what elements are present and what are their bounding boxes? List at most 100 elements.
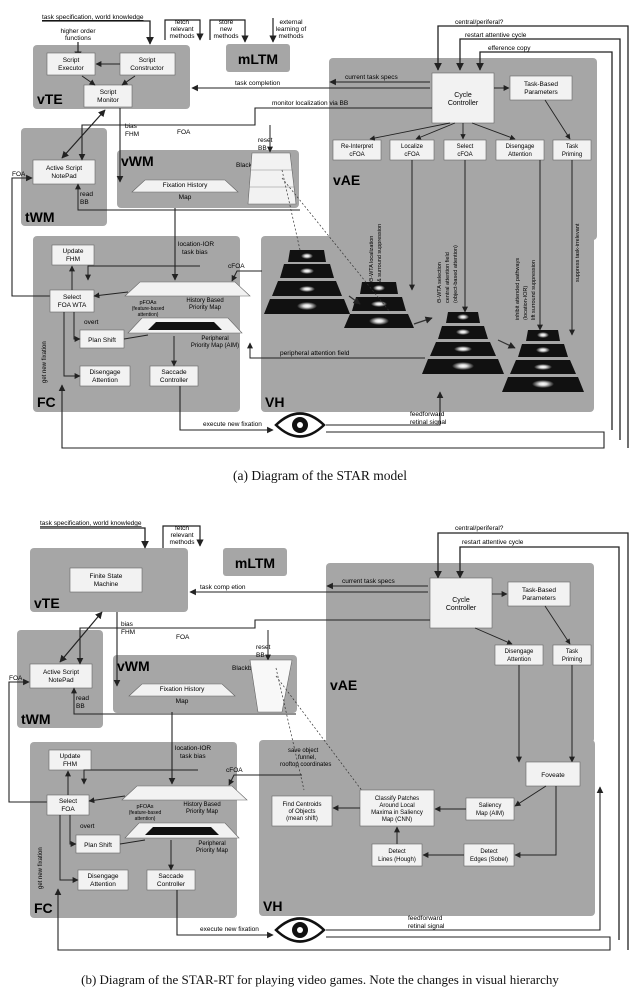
- vert2-l2-a: central attention field: [445, 252, 451, 303]
- feedforward-label-b: feedforward: [408, 915, 443, 922]
- vh-panel-a: [261, 236, 594, 412]
- plan-peripheral-line-a: [123, 334, 149, 340]
- task-params-box-a: [509, 75, 573, 101]
- pyr3-g2: [456, 329, 470, 335]
- fixation-history-l2-a: Map: [179, 194, 192, 201]
- monitor-notepad-arrow-a: [61, 109, 106, 159]
- history-priority-l1-a: History Based: [186, 298, 223, 304]
- pyr3-g4: [452, 362, 474, 370]
- foa-label-b: FOA: [176, 634, 190, 641]
- cfoa-label-a: cFOA: [228, 263, 245, 270]
- foveate-edges-arrow-b: [514, 786, 557, 858]
- select-history-arrow-b: [88, 795, 126, 804]
- script-executor-box-a: [46, 52, 96, 76]
- blackboard-label-b: Blackboard: [232, 665, 265, 672]
- script-executor-l1-a: Script: [63, 57, 80, 64]
- saccade-l1-a: Saccade: [161, 369, 187, 376]
- peripheral-priority-l1-b: Peripheral: [198, 841, 225, 847]
- select-cfoa-l2-a: cFOA: [457, 152, 472, 158]
- cycle-controller-box-b: [429, 577, 493, 629]
- fetch-label-3-a: methods: [170, 33, 196, 40]
- execute-fixation-label-a: execute new fixation: [203, 421, 262, 428]
- read1-label-a: read: [80, 191, 93, 198]
- saccade-l2-a: Controller: [160, 377, 189, 384]
- read2-label-a: BB: [80, 199, 89, 206]
- pfoas-l2-b: (feature-based: [129, 810, 162, 816]
- vert3-l2-a: (location-IOR): [523, 286, 529, 320]
- reinterpret-l2-a: cFOA: [349, 152, 364, 158]
- twm-label-a: tWM: [25, 209, 55, 225]
- fetch-label-3-b: methods: [170, 539, 196, 546]
- vert2-l3-a: (object-based attention): [453, 245, 459, 303]
- fsm-box-b: [69, 567, 143, 593]
- feedforward-label-a: feedforward: [410, 411, 445, 418]
- fc-disengage-l2-a: Attention: [92, 377, 118, 384]
- update-fhm-box-a: [51, 244, 95, 266]
- reinterpret-box-a: [332, 139, 382, 161]
- disengage-att-l1-a: Disengage: [506, 144, 535, 150]
- pyr4-g3: [534, 364, 552, 370]
- fsm-notepad-arrow-b: [59, 611, 103, 663]
- reset2-label-a: BB: [258, 145, 267, 152]
- cycle-controller-l2-b: Controller: [446, 605, 477, 612]
- fc-disengage-l1-b: Disengage: [87, 873, 118, 880]
- fetch-label-2-b: relevant: [170, 532, 193, 539]
- vh-label-b: VH: [263, 898, 282, 914]
- efference-loop-arrow-a: [58, 384, 605, 449]
- retinal-label-b: retinal signal: [408, 923, 445, 930]
- classify-box-b: [359, 789, 435, 827]
- task-params-box-b: [507, 581, 571, 607]
- select-foa-l2-a: FOA WTA: [58, 302, 87, 309]
- read1-label-b: read: [76, 695, 89, 702]
- bb-vh-dash-2-b: [275, 675, 367, 797]
- script-monitor-l1-a: Script: [100, 89, 117, 96]
- active-script-box-a: [32, 159, 96, 185]
- history-priority-shape-a: [124, 281, 251, 297]
- foveate-label-b: Foveate: [541, 772, 565, 779]
- pyr3-g3: [454, 346, 472, 352]
- fc-label-a: FC: [37, 394, 56, 410]
- monitor-loc-arrow-a: [78, 107, 432, 161]
- history-priority-shape-b: [121, 785, 248, 801]
- figure-b: vTE mLTM tWM vWM vAE FC VH task specific…: [8, 520, 629, 951]
- mltm-panel-b: [223, 548, 287, 576]
- vwm-label-a: vWM: [121, 153, 154, 169]
- select-cfoa-l1-a: Select: [457, 144, 474, 150]
- active-script-box-b: [29, 663, 93, 689]
- fixation-history-l1-a: Fixation History: [163, 182, 209, 189]
- cc-reinterpret-arrow-a: [369, 122, 451, 141]
- detect-lines-l1-b: Detect: [388, 849, 406, 855]
- pyr1-2-arrow: [348, 295, 361, 305]
- script-monitor-l2-a: Monitor: [97, 97, 120, 104]
- select-disengage-arrow-a: [63, 312, 81, 379]
- fixation-history-l2-b: Map: [176, 698, 189, 705]
- peripheral-field-label-a: peripheral attention field: [280, 350, 350, 357]
- save3-label-b: rooftop coordinates: [280, 762, 331, 768]
- update-fhm-l2-a: FHM: [66, 256, 80, 263]
- find-centroids-l1-b: Find Centroids: [282, 802, 321, 808]
- vh-panel-b: [259, 740, 595, 916]
- eye-pupil-b: [297, 927, 303, 933]
- vert2-l1-a: Θ-WTA selection: [437, 262, 443, 303]
- cc-disengage-arrow-b: [474, 627, 513, 645]
- execute-fixation-arrow-a: [179, 386, 274, 434]
- pyr1-g4: [297, 302, 317, 310]
- read2-label-b: BB: [76, 703, 85, 710]
- saliency-l1-b: Saliency: [479, 803, 502, 809]
- cfoa-arrow-b: [228, 774, 302, 786]
- saccade-l1-b: Saccade: [158, 873, 184, 880]
- disengage-att-l2-b: Attention: [507, 657, 531, 663]
- restart-label-a: restart attentive cycle: [465, 32, 527, 39]
- task-spec-arrow-b: [40, 527, 149, 549]
- bias1-label-b: bias: [121, 621, 134, 628]
- pyr4-g4: [532, 380, 554, 388]
- figure-a: vTE mLTM tWM vWM vAE FC VH task specific…: [11, 14, 629, 449]
- store-label-1-a: store: [219, 19, 234, 26]
- pyr2-g2: [371, 301, 387, 307]
- fc-label-b: FC: [34, 900, 53, 916]
- central-label-a: central/periferal?: [455, 19, 504, 26]
- bias1-label-a: bias: [125, 123, 138, 130]
- efference-label-a: efference copy: [488, 45, 531, 52]
- plan-shift-label-b: Plan Shift: [84, 842, 112, 849]
- vert3-l3-a: lift surround suppression: [531, 260, 537, 320]
